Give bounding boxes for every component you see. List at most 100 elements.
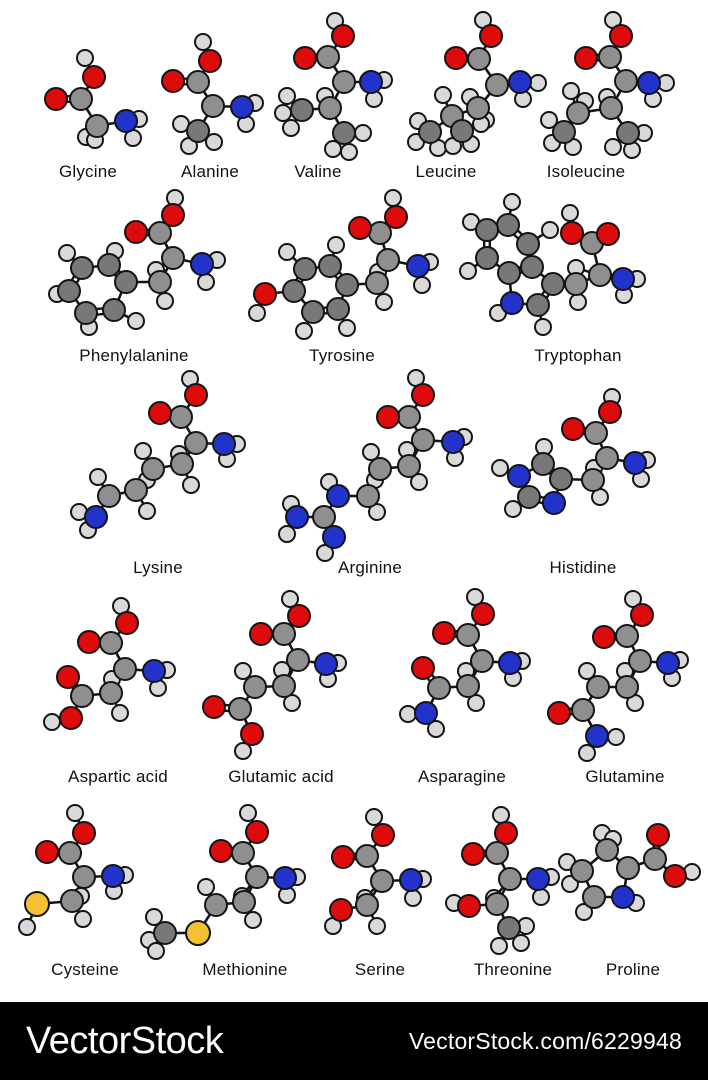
C-atom xyxy=(531,452,555,476)
O-atom xyxy=(596,222,620,246)
C-atom xyxy=(498,867,522,891)
C-atom xyxy=(418,120,442,144)
N-atom xyxy=(498,651,522,675)
C-atom xyxy=(581,468,605,492)
H-atom xyxy=(66,804,84,822)
C-atom xyxy=(72,865,96,889)
molecule-canvas xyxy=(18,11,701,960)
C-atom xyxy=(376,248,400,272)
H-atom xyxy=(534,318,552,336)
O-atom xyxy=(35,840,59,864)
C-atom xyxy=(485,892,509,916)
C-atom xyxy=(141,457,165,481)
C-atom xyxy=(496,213,520,237)
C-atom xyxy=(456,674,480,698)
C-atom xyxy=(564,272,588,296)
C-atom xyxy=(170,452,194,476)
O-atom xyxy=(384,205,408,229)
C-atom xyxy=(186,119,210,143)
C-atom xyxy=(204,893,228,917)
C-atom xyxy=(356,484,380,508)
C-atom xyxy=(85,114,109,138)
H-atom xyxy=(491,459,509,477)
C-atom xyxy=(335,273,359,297)
molecule-label: Tryptophan xyxy=(534,346,622,365)
C-atom xyxy=(616,856,640,880)
H-atom xyxy=(197,878,215,896)
C-atom xyxy=(286,648,310,672)
C-atom xyxy=(99,681,123,705)
C-atom xyxy=(467,47,491,71)
C-atom xyxy=(148,221,172,245)
H-atom xyxy=(74,910,92,928)
O-atom xyxy=(293,46,317,70)
C-atom xyxy=(148,270,172,294)
C-atom xyxy=(365,271,389,295)
molecule-methionine xyxy=(140,804,306,960)
N-atom xyxy=(399,868,423,892)
C-atom xyxy=(169,405,193,429)
N-atom xyxy=(273,866,297,890)
C-atom xyxy=(615,624,639,648)
molecule-leucine xyxy=(407,11,547,157)
N-atom xyxy=(585,724,609,748)
molecule-label: Threonine xyxy=(473,960,553,979)
C-atom xyxy=(588,263,612,287)
H-atom xyxy=(76,49,94,67)
O-atom xyxy=(331,24,355,48)
C-atom xyxy=(526,293,550,317)
N-atom xyxy=(526,867,550,891)
H-atom xyxy=(234,662,252,680)
H-atom xyxy=(368,917,386,935)
H-atom xyxy=(399,705,417,723)
C-atom xyxy=(124,478,148,502)
H-atom xyxy=(540,111,558,129)
H-atom xyxy=(375,293,393,311)
molecule-histidine xyxy=(491,388,656,518)
O-atom xyxy=(209,839,233,863)
C-atom xyxy=(497,916,521,940)
O-atom xyxy=(161,69,185,93)
O-atom xyxy=(82,65,106,89)
N-atom xyxy=(508,70,532,94)
H-atom xyxy=(89,468,107,486)
H-atom xyxy=(156,292,174,310)
H-atom xyxy=(561,204,579,222)
C-atom xyxy=(355,844,379,868)
C-atom xyxy=(475,218,499,242)
C-atom xyxy=(272,622,296,646)
C-atom xyxy=(57,279,81,303)
H-atom xyxy=(467,694,485,712)
O-atom xyxy=(287,604,311,628)
C-atom xyxy=(570,859,594,883)
C-atom xyxy=(450,119,474,143)
C-atom xyxy=(312,505,336,529)
H-atom xyxy=(278,243,296,261)
N-atom xyxy=(406,254,430,278)
C-atom xyxy=(475,246,499,270)
N-atom xyxy=(322,525,346,549)
H-atom xyxy=(569,293,587,311)
vectorstock-credit: VectorStock.com/6229948 xyxy=(408,1027,682,1054)
C-atom xyxy=(615,675,639,699)
H-atom xyxy=(244,911,262,929)
C-atom xyxy=(595,838,619,862)
C-atom xyxy=(628,649,652,673)
molecule-label: Aspartic acid xyxy=(68,767,168,786)
H-atom xyxy=(138,502,156,520)
C-atom xyxy=(60,889,84,913)
O-atom xyxy=(479,24,503,48)
H-atom xyxy=(562,82,580,100)
O-atom xyxy=(72,821,96,845)
H-atom xyxy=(561,875,579,893)
C-atom xyxy=(411,428,435,452)
molecule-tyrosine xyxy=(248,189,439,340)
O-atom xyxy=(240,722,264,746)
C-atom xyxy=(293,257,317,281)
O-atom xyxy=(574,46,598,70)
C-atom xyxy=(161,246,185,270)
H-atom xyxy=(365,808,383,826)
molecule-asparagine xyxy=(399,588,531,738)
C-atom xyxy=(643,847,667,871)
N-atom xyxy=(230,95,254,119)
